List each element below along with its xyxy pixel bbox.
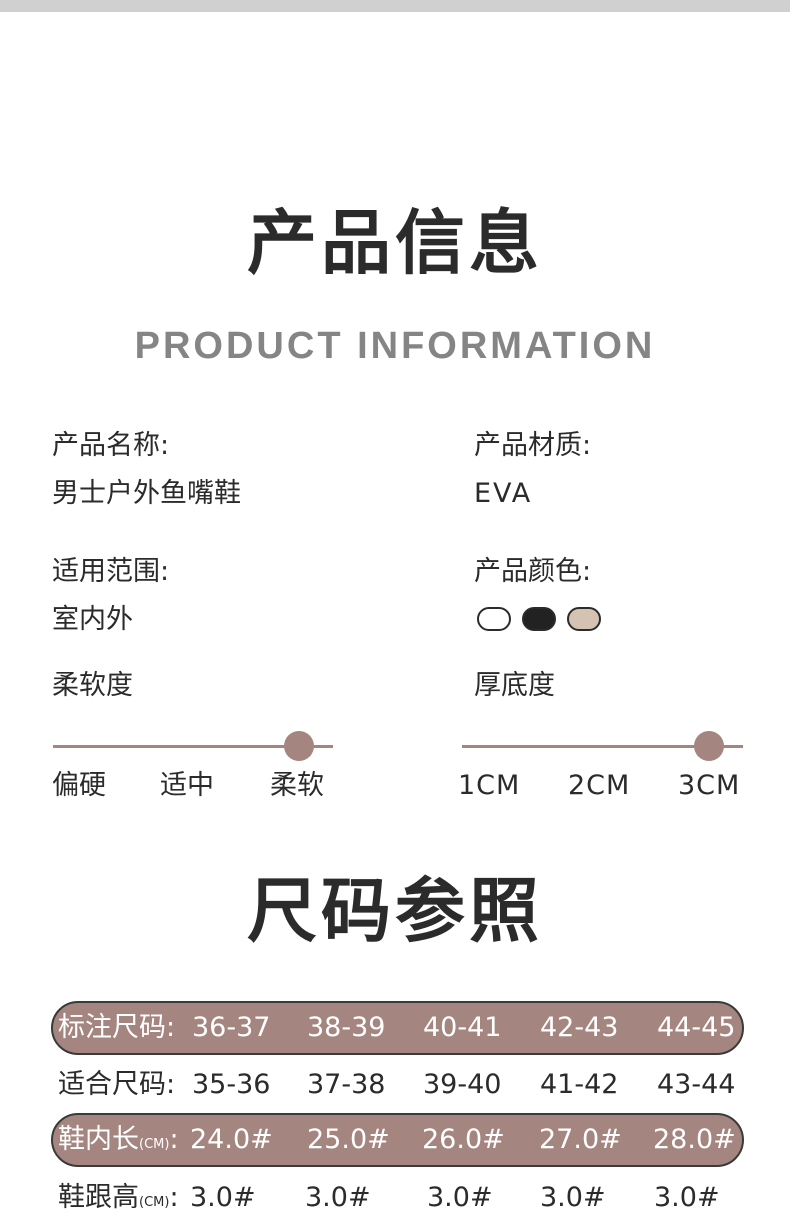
sole-option-1cm: 1CM [458, 770, 521, 801]
size-row-inner-length: 鞋内长(CM): 24.0# 25.0# 26.0# 27.0# 28.0# [0, 1113, 790, 1167]
size-row-labeled: 标注尺码: 36-37 38-39 40-41 42-43 44-45 [0, 1001, 790, 1055]
sole-thickness-label: 厚底度 [474, 670, 555, 701]
usage-scope-label: 适用范围: [52, 556, 170, 587]
size-cell: 39-40 [423, 1069, 502, 1100]
size-cell: 44-45 [657, 1012, 736, 1043]
softness-option-soft: 柔软 [270, 770, 324, 801]
page-title: 产品信息 [247, 202, 543, 284]
usage-scope-value: 室内外 [52, 604, 133, 635]
size-row-label: 适合尺码: [58, 1069, 176, 1100]
size-row-label: 鞋内长(CM): [58, 1113, 179, 1167]
softness-option-medium: 适中 [160, 770, 214, 801]
softness-option-hard: 偏硬 [52, 770, 106, 801]
size-row-band [51, 1113, 744, 1167]
size-cell: 3.0# [654, 1182, 720, 1213]
softness-label: 柔软度 [52, 670, 133, 701]
sole-option-3cm: 3CM [678, 770, 741, 801]
size-row-fit: 适合尺码: 35-36 37-38 39-40 41-42 43-44 [0, 1058, 790, 1112]
sole-option-2cm: 2CM [568, 770, 631, 801]
size-cell: 35-36 [192, 1069, 271, 1100]
size-row-unit: (CM) [139, 1137, 170, 1152]
size-row-label: 鞋跟高(CM): [58, 1171, 179, 1225]
sole-slider-track [462, 745, 743, 748]
size-cell: 38-39 [307, 1012, 386, 1043]
size-cell: 43-44 [657, 1069, 736, 1100]
size-cell: 42-43 [540, 1012, 619, 1043]
color-swatch-white[interactable] [477, 607, 511, 631]
product-material-label: 产品材质: [474, 430, 592, 461]
size-row-label-text: 鞋跟高 [58, 1182, 139, 1213]
product-material-value: EVA [474, 478, 533, 509]
size-cell: 3.0# [305, 1182, 371, 1213]
size-cell: 24.0# [190, 1124, 273, 1155]
size-cell: 40-41 [423, 1012, 502, 1043]
size-cell: 25.0# [307, 1124, 390, 1155]
sole-slider-knob[interactable] [694, 731, 724, 761]
product-color-label: 产品颜色: [474, 556, 592, 587]
softness-slider-knob[interactable] [284, 731, 314, 761]
color-swatches [477, 607, 617, 637]
product-name-label: 产品名称: [52, 430, 170, 461]
color-swatch-beige[interactable] [567, 607, 601, 631]
size-cell: 28.0# [653, 1124, 736, 1155]
size-cell: 36-37 [192, 1012, 271, 1043]
size-row-band [51, 1001, 744, 1055]
size-row-label: 标注尺码: [58, 1012, 176, 1043]
softness-slider-track [53, 745, 333, 748]
size-cell: 37-38 [307, 1069, 386, 1100]
size-cell: 3.0# [540, 1182, 606, 1213]
size-cell: 26.0# [422, 1124, 505, 1155]
size-row-heel-height: 鞋跟高(CM): 3.0# 3.0# 3.0# 3.0# 3.0# [0, 1171, 790, 1225]
page-subtitle: PRODUCT INFORMATION [134, 325, 656, 367]
size-cell: 3.0# [190, 1182, 256, 1213]
size-row-label-text: 鞋内长 [58, 1124, 139, 1155]
size-row-unit: (CM) [139, 1195, 170, 1210]
color-swatch-black[interactable] [522, 607, 556, 631]
product-name-value: 男士户外鱼嘴鞋 [52, 478, 241, 509]
size-cell: 41-42 [540, 1069, 619, 1100]
top-divider-bar [0, 0, 790, 12]
size-row-colon: : [169, 1182, 179, 1213]
size-row-colon: : [169, 1124, 179, 1155]
size-cell: 3.0# [427, 1182, 493, 1213]
size-chart-title: 尺码参照 [247, 870, 543, 952]
size-cell: 27.0# [539, 1124, 622, 1155]
